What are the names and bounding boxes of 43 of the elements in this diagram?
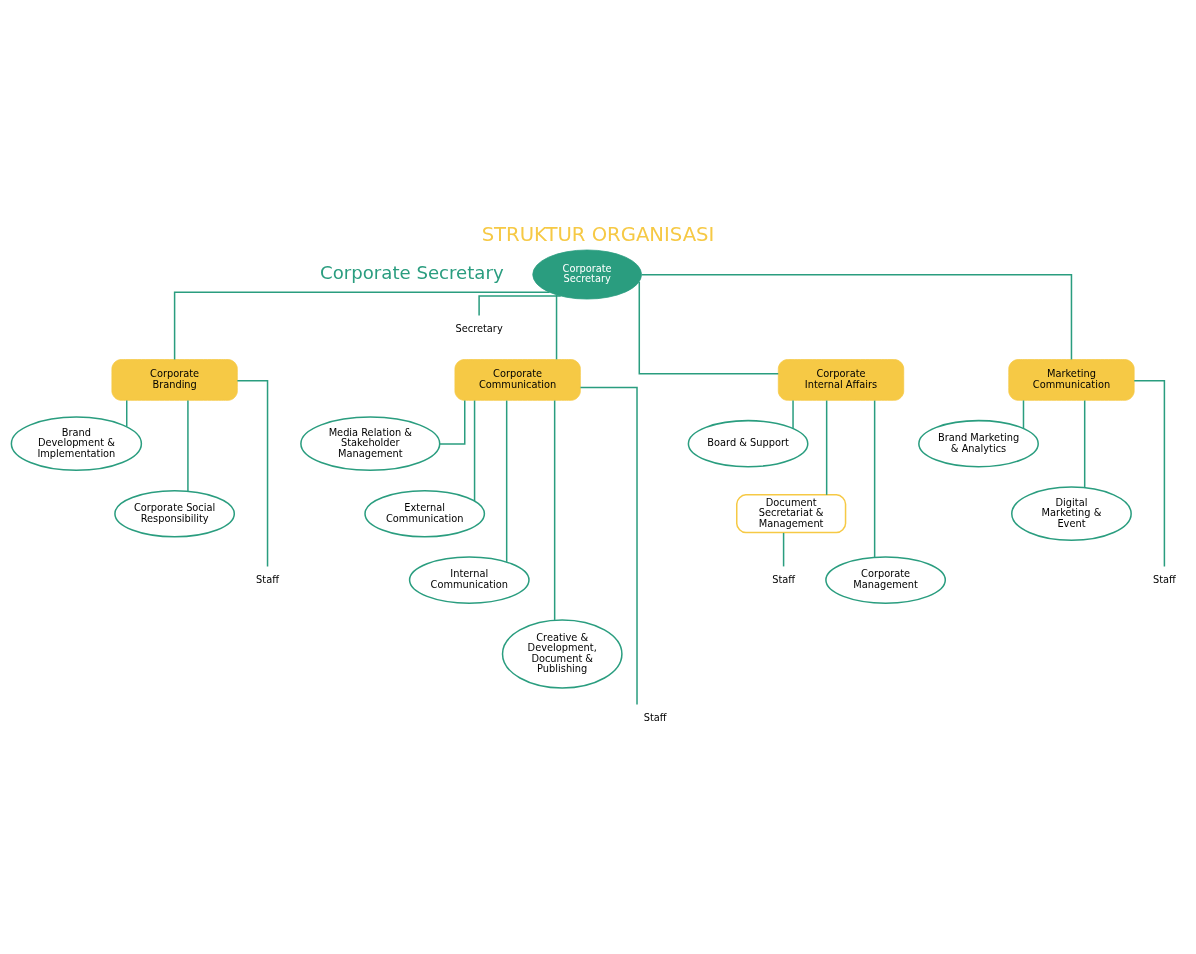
node-box: Document Secretariat & Management [736,494,847,534]
node-text: Staff [772,573,796,585]
node-ellipse: Media Relation & Stakeholder Management [300,416,441,472]
node-text: Staff [643,711,667,723]
node-ellipse: Corporate Social Responsibility [114,489,236,538]
connector [792,399,794,430]
connector [478,295,562,317]
node-ellipse: Brand Development & Implementation [10,416,143,472]
node-box: Corporate Branding [111,359,238,401]
node-ellipse: Corporate Secretary [532,249,642,300]
node-ellipse: Brand Marketing & Analytics [918,419,1039,468]
connector [1083,399,1086,489]
node-ellipse: Internal Communication [408,556,530,604]
connector [638,280,780,375]
node-text: Staff [1152,573,1176,585]
connector [473,399,476,502]
label: Corporate Secretary [320,262,504,284]
connector [825,399,828,496]
node-text: Staff [256,573,279,585]
node-box: Corporate Internal Affairs [777,359,905,401]
node-ellipse: Board & Support [687,419,809,468]
connector [187,399,189,492]
node-ellipse: Corporate Management [825,556,947,604]
connector [1133,379,1166,568]
connector [873,399,876,559]
diagram-title: STRUKTUR ORGANISASI [481,222,715,246]
connector [1022,399,1025,430]
connector [641,274,1073,361]
node-text: Secretary [455,322,503,334]
node-ellipse: External Communication [364,489,486,538]
connector [173,291,551,361]
node-box: Corporate Communication [454,359,581,401]
connector [579,386,638,706]
connector [439,399,466,445]
node-ellipse: Digital Marketing & Event [1011,486,1132,542]
node-box: Marketing Communication [1008,359,1135,401]
connector [505,399,508,563]
connector [125,399,128,428]
connector [236,379,269,568]
connector [555,294,558,361]
node-ellipse: Creative & Development, Document & Publishing [501,619,623,689]
connector [553,399,556,621]
connector [782,532,785,568]
